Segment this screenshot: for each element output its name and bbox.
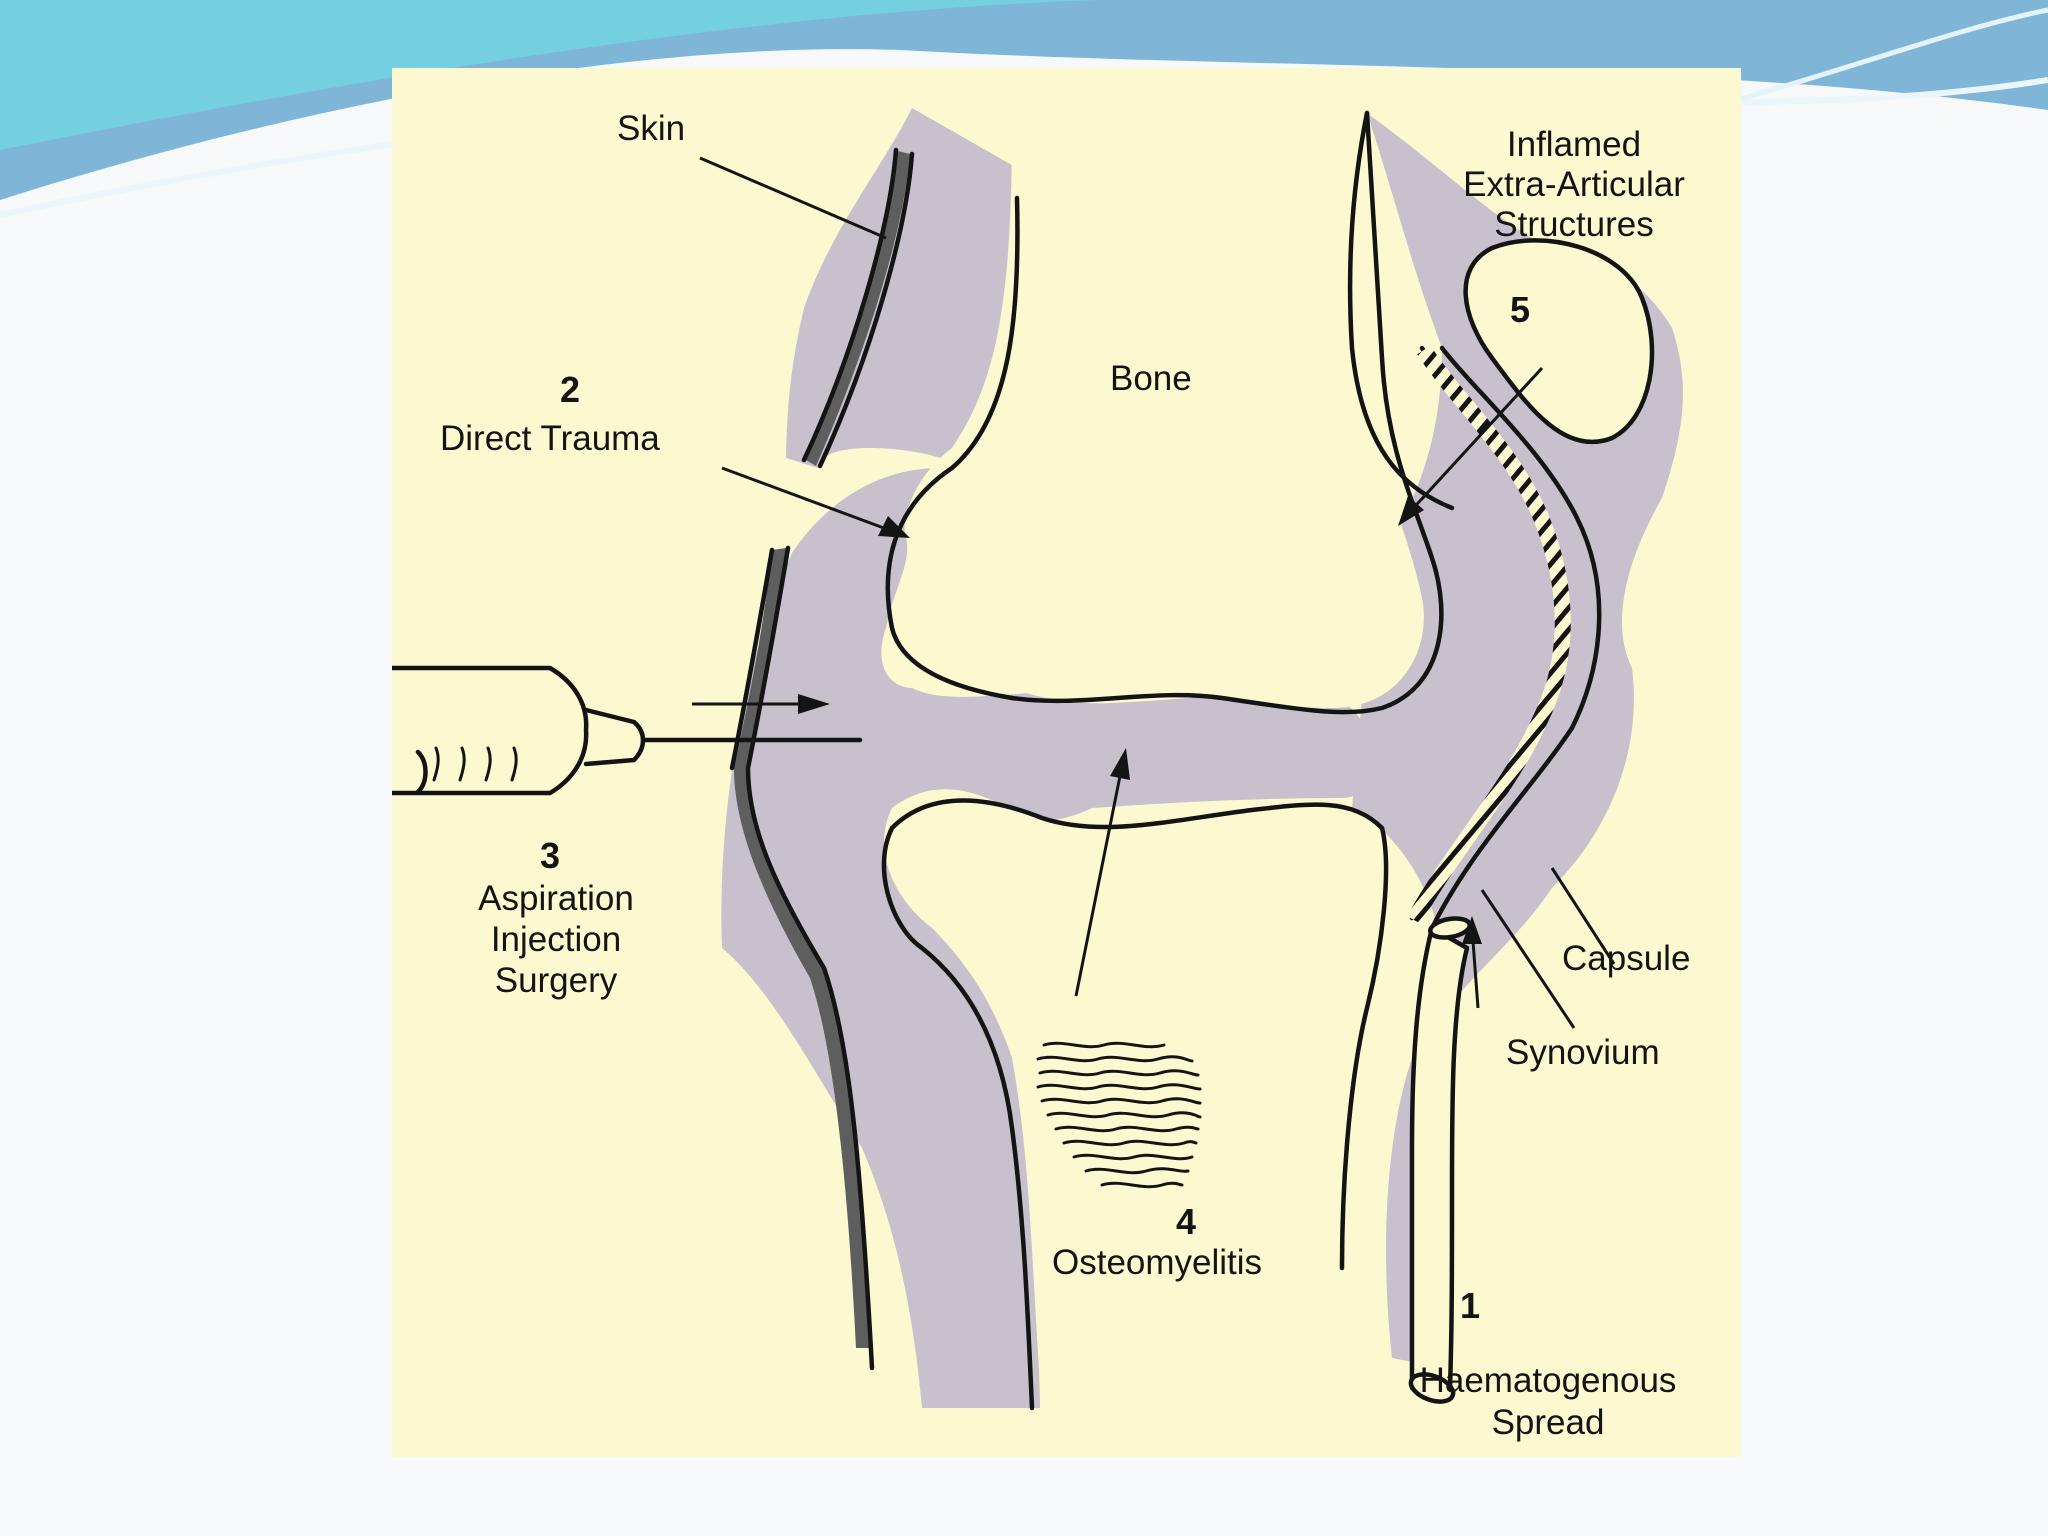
skin-outline-lower-outer bbox=[729, 547, 775, 771]
label-osteomyelitis: Osteomyelitis bbox=[1052, 1243, 1262, 1282]
label-bone: Bone bbox=[1110, 359, 1192, 398]
syringe-plunger bbox=[415, 749, 428, 795]
label-number-1: 1 bbox=[1460, 1285, 1480, 1326]
extra-articular-pocket bbox=[1463, 238, 1655, 445]
skin-band-lower bbox=[734, 548, 870, 1348]
syringe-gradation-4 bbox=[510, 746, 518, 782]
skin-outline-upper bbox=[817, 151, 915, 469]
extra-articular-arrowhead bbox=[1398, 496, 1424, 526]
label-skin: Skin bbox=[617, 109, 685, 148]
skin-outline-lower bbox=[745, 545, 875, 1371]
label-aspiration-line-1: Aspiration bbox=[478, 879, 634, 918]
direct-trauma-arrow bbox=[721, 466, 901, 536]
label-number-3: 3 bbox=[540, 835, 560, 876]
joint-infection-diagram: Skin Bone Inflamed Extra-Articular Struc… bbox=[392, 68, 1741, 1457]
syringe-gradation-1 bbox=[432, 746, 440, 782]
osteomyelitis-focus bbox=[1036, 1041, 1202, 1189]
syringe-gradation-3 bbox=[484, 746, 492, 782]
label-inflamed-line-1: Inflamed bbox=[1507, 125, 1641, 164]
header-wave-highlight bbox=[0, 0, 1100, 150]
joint-line-upper bbox=[1009, 110, 1444, 715]
capsule-outline bbox=[1429, 345, 1602, 931]
syringe-barrel bbox=[392, 665, 589, 796]
outer-tissue-outline bbox=[1347, 110, 1455, 511]
label-synovium: Synovium bbox=[1506, 1033, 1660, 1072]
haematogenous-arrowhead bbox=[1462, 916, 1482, 944]
header-wave-line-2 bbox=[1699, 7, 2048, 113]
bone-surface-left-upper bbox=[885, 195, 1020, 701]
capsule-leader-line bbox=[1550, 867, 1616, 965]
synovium-leader-line bbox=[1480, 889, 1576, 1029]
syringe bbox=[392, 665, 863, 796]
osteomyelitis-arrowhead bbox=[1110, 748, 1130, 780]
lower-bone bbox=[884, 789, 1370, 1408]
skin-outline-upper-outer bbox=[801, 147, 899, 463]
label-aspiration-line-2: Injection bbox=[491, 920, 621, 959]
label-direct-trauma: Direct Trauma bbox=[440, 419, 660, 458]
label-inflamed-line-2: Extra-Articular bbox=[1463, 165, 1685, 204]
joint-line-lower bbox=[889, 798, 1385, 831]
label-capsule: Capsule bbox=[1562, 939, 1690, 978]
blood-vessel-end bbox=[1408, 1372, 1456, 1404]
skin-leader-line bbox=[699, 156, 887, 240]
osteomyelitis-arrow bbox=[1074, 765, 1124, 997]
label-haematogenous-line-2: Spread bbox=[1492, 1403, 1605, 1442]
right-outline-capsule bbox=[1339, 825, 1389, 1271]
label-number-2: 2 bbox=[560, 369, 580, 410]
label-inflamed-line-3: Structures bbox=[1494, 205, 1654, 244]
label-haematogenous-line-1: Haematogenous bbox=[1420, 1361, 1677, 1400]
direct-trauma-arrowhead bbox=[878, 516, 910, 538]
label-aspiration-line-3: Surgery bbox=[495, 961, 618, 1000]
bone-surface-left-lower bbox=[881, 825, 1035, 1411]
label-number-5: 5 bbox=[1510, 289, 1530, 330]
aspiration-arrowhead bbox=[798, 694, 830, 714]
label-number-4: 4 bbox=[1176, 1201, 1196, 1242]
extra-articular-arrow bbox=[1406, 366, 1544, 516]
syringe-gradation-2 bbox=[458, 746, 466, 782]
